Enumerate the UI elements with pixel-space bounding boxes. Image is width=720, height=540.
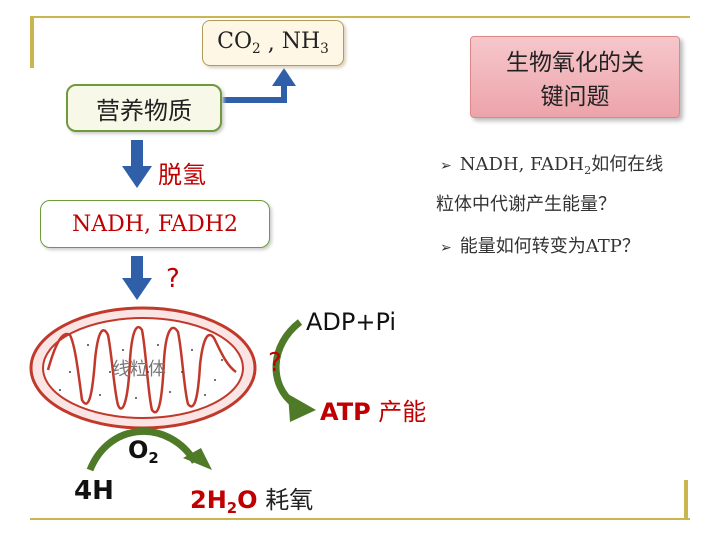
frame-bottom-line	[30, 518, 690, 520]
nutrient-label: 营养物质	[96, 96, 192, 125]
bullet-icon: ➢	[440, 240, 452, 256]
frame-right-line	[684, 480, 688, 520]
down-arrow-dehydrogenation	[122, 140, 152, 188]
four-h-label: 4H	[74, 476, 114, 506]
dehydrogenation-label: 脱氢	[158, 161, 206, 189]
nh3-text: NH3	[281, 29, 329, 57]
question-1-suffix: 如何在线	[591, 154, 664, 175]
question-1-line-2: 粒体中代谢产生能量？	[436, 193, 616, 215]
nadh-fadh2-box: NADH, FADH2	[40, 200, 270, 248]
co2-nh3-box: CO2 , NH3	[202, 20, 344, 66]
key-problem-box: 生物氧化的关 键问题	[470, 36, 680, 118]
co2-text: CO2	[217, 29, 261, 57]
adp-pi-label: ADP+Pi	[306, 308, 397, 336]
frame-left-line	[30, 16, 34, 68]
bullet-icon: ➢	[440, 158, 452, 174]
elbow-arrow-up	[222, 68, 296, 103]
nutrient-box: 营养物质	[66, 84, 222, 132]
atp-label: ATP 产能	[320, 392, 426, 427]
question-mark-1: ?	[166, 264, 180, 294]
water-label: 2H2O 耗氧	[190, 486, 314, 518]
atp-bold: ATP	[320, 398, 371, 426]
mitochondrion-icon	[29, 306, 257, 430]
frame-top-line	[30, 16, 690, 18]
separator-text: ,	[260, 30, 282, 56]
curved-arrow-water	[86, 427, 212, 472]
question-1-sub: 2	[584, 163, 592, 177]
question-2-text: 能量如何转变为ATP？	[459, 236, 640, 257]
mitochondria-label: 线粒体	[112, 359, 166, 380]
question-1-prefix: NADH, FADH	[459, 154, 585, 175]
atp-rest: 产能	[370, 398, 427, 426]
o2-label: O2	[128, 436, 159, 468]
down-arrow-to-mito	[122, 256, 152, 300]
question-2: ➢ 能量如何转变为ATP？	[440, 232, 700, 258]
key-problem-line-1: 生物氧化的关	[506, 50, 644, 76]
question-mark-2: ?	[268, 348, 282, 378]
nadh-fadh2-label: NADH, FADH2	[71, 211, 238, 237]
curved-arrow-atp	[272, 319, 316, 422]
question-1: ➢ NADH, FADH2如何在线 粒体中代谢产生能量？	[436, 148, 700, 222]
key-problem-line-2: 键问题	[540, 84, 610, 110]
